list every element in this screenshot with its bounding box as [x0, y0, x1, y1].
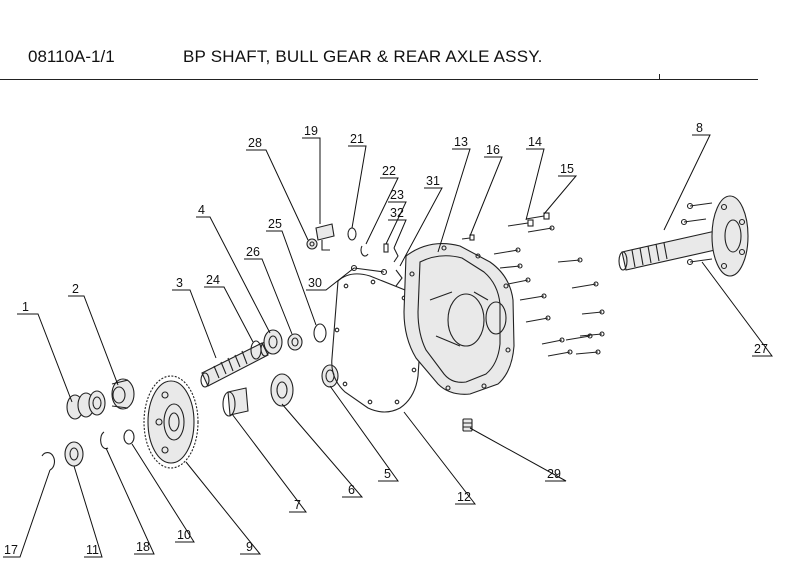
- callout-11: 11: [86, 543, 99, 557]
- callout-25: 25: [268, 217, 282, 231]
- callout-12: 12: [457, 490, 471, 504]
- callout-15: 15: [560, 162, 574, 176]
- part-15-bolt: [525, 212, 550, 220]
- part-18-circlip: [100, 431, 109, 450]
- part-bolt-group: [493, 225, 605, 357]
- callout-22: 22: [382, 164, 396, 178]
- callout-10: 10: [177, 528, 191, 542]
- part-8-rear-axle: [618, 195, 749, 277]
- callout-26: 26: [246, 245, 260, 259]
- part-32-spring-pin: [393, 247, 399, 263]
- callout-32: 32: [390, 206, 404, 220]
- callout-8: 8: [696, 121, 703, 135]
- part-13-housing: [403, 243, 515, 395]
- part-7-bushing: [222, 387, 249, 417]
- part-11-bearing: [64, 441, 84, 467]
- callout-28: 28: [248, 136, 262, 150]
- part-4-bearing: [263, 329, 283, 355]
- callout-16: 16: [486, 143, 500, 157]
- callout-6: 6: [348, 483, 355, 497]
- part-25-o-ring: [313, 323, 327, 343]
- callout-30: 30: [308, 276, 322, 290]
- part-17-circlip: [41, 452, 55, 471]
- callout-1: 1: [22, 300, 29, 314]
- part-1-bearing-set: [66, 390, 106, 420]
- callout-7: 7: [294, 498, 301, 512]
- header-rule-tick: [659, 74, 660, 80]
- callout-9: 9: [246, 540, 253, 554]
- part-29-plug: [462, 418, 473, 432]
- part-26-seal: [287, 333, 303, 351]
- callout-31: 31: [426, 174, 440, 188]
- part-16-screw: [461, 234, 475, 241]
- callout-5: 5: [384, 467, 391, 481]
- part-30-linkage-pin: [350, 264, 388, 276]
- part-code: 08110A-1/1: [28, 47, 115, 66]
- part-19-bracket: [315, 223, 335, 251]
- callout-21: 21: [350, 132, 364, 146]
- part-31-lever: [395, 269, 403, 287]
- callout-29: 29: [547, 467, 561, 481]
- part-28-nut: [306, 238, 318, 250]
- part-10-ring: [123, 429, 135, 445]
- part-27-wheel-studs: [680, 202, 713, 266]
- header-rule: [0, 79, 758, 80]
- callout-2: 2: [72, 282, 79, 296]
- part-6-bearing: [270, 373, 294, 407]
- part-24-snap-ring: [250, 340, 262, 360]
- diagram-title: BP SHAFT, BULL GEAR & REAR AXLE ASSY.: [183, 47, 543, 66]
- callout-17: 17: [4, 543, 18, 557]
- part-2-hub: [111, 378, 135, 410]
- part-3-splined-shaft: [200, 341, 270, 388]
- part-14-bolt: [507, 219, 534, 227]
- part-23-pin: [383, 243, 389, 253]
- callout-18: 18: [136, 540, 150, 554]
- callout-24: 24: [206, 273, 220, 287]
- part-21-ring: [347, 227, 357, 241]
- part-5-seal: [321, 364, 339, 388]
- callout-3: 3: [176, 276, 183, 290]
- part-22-clip: [360, 245, 369, 257]
- leader-lines: [3, 134, 773, 558]
- part-9-bull-gear: [143, 375, 199, 469]
- callout-14: 14: [528, 135, 542, 149]
- callout-4: 4: [198, 203, 205, 217]
- callout-27: 27: [754, 342, 768, 356]
- callout-19: 19: [304, 124, 318, 138]
- callout-23: 23: [390, 188, 404, 202]
- callout-13: 13: [454, 135, 468, 149]
